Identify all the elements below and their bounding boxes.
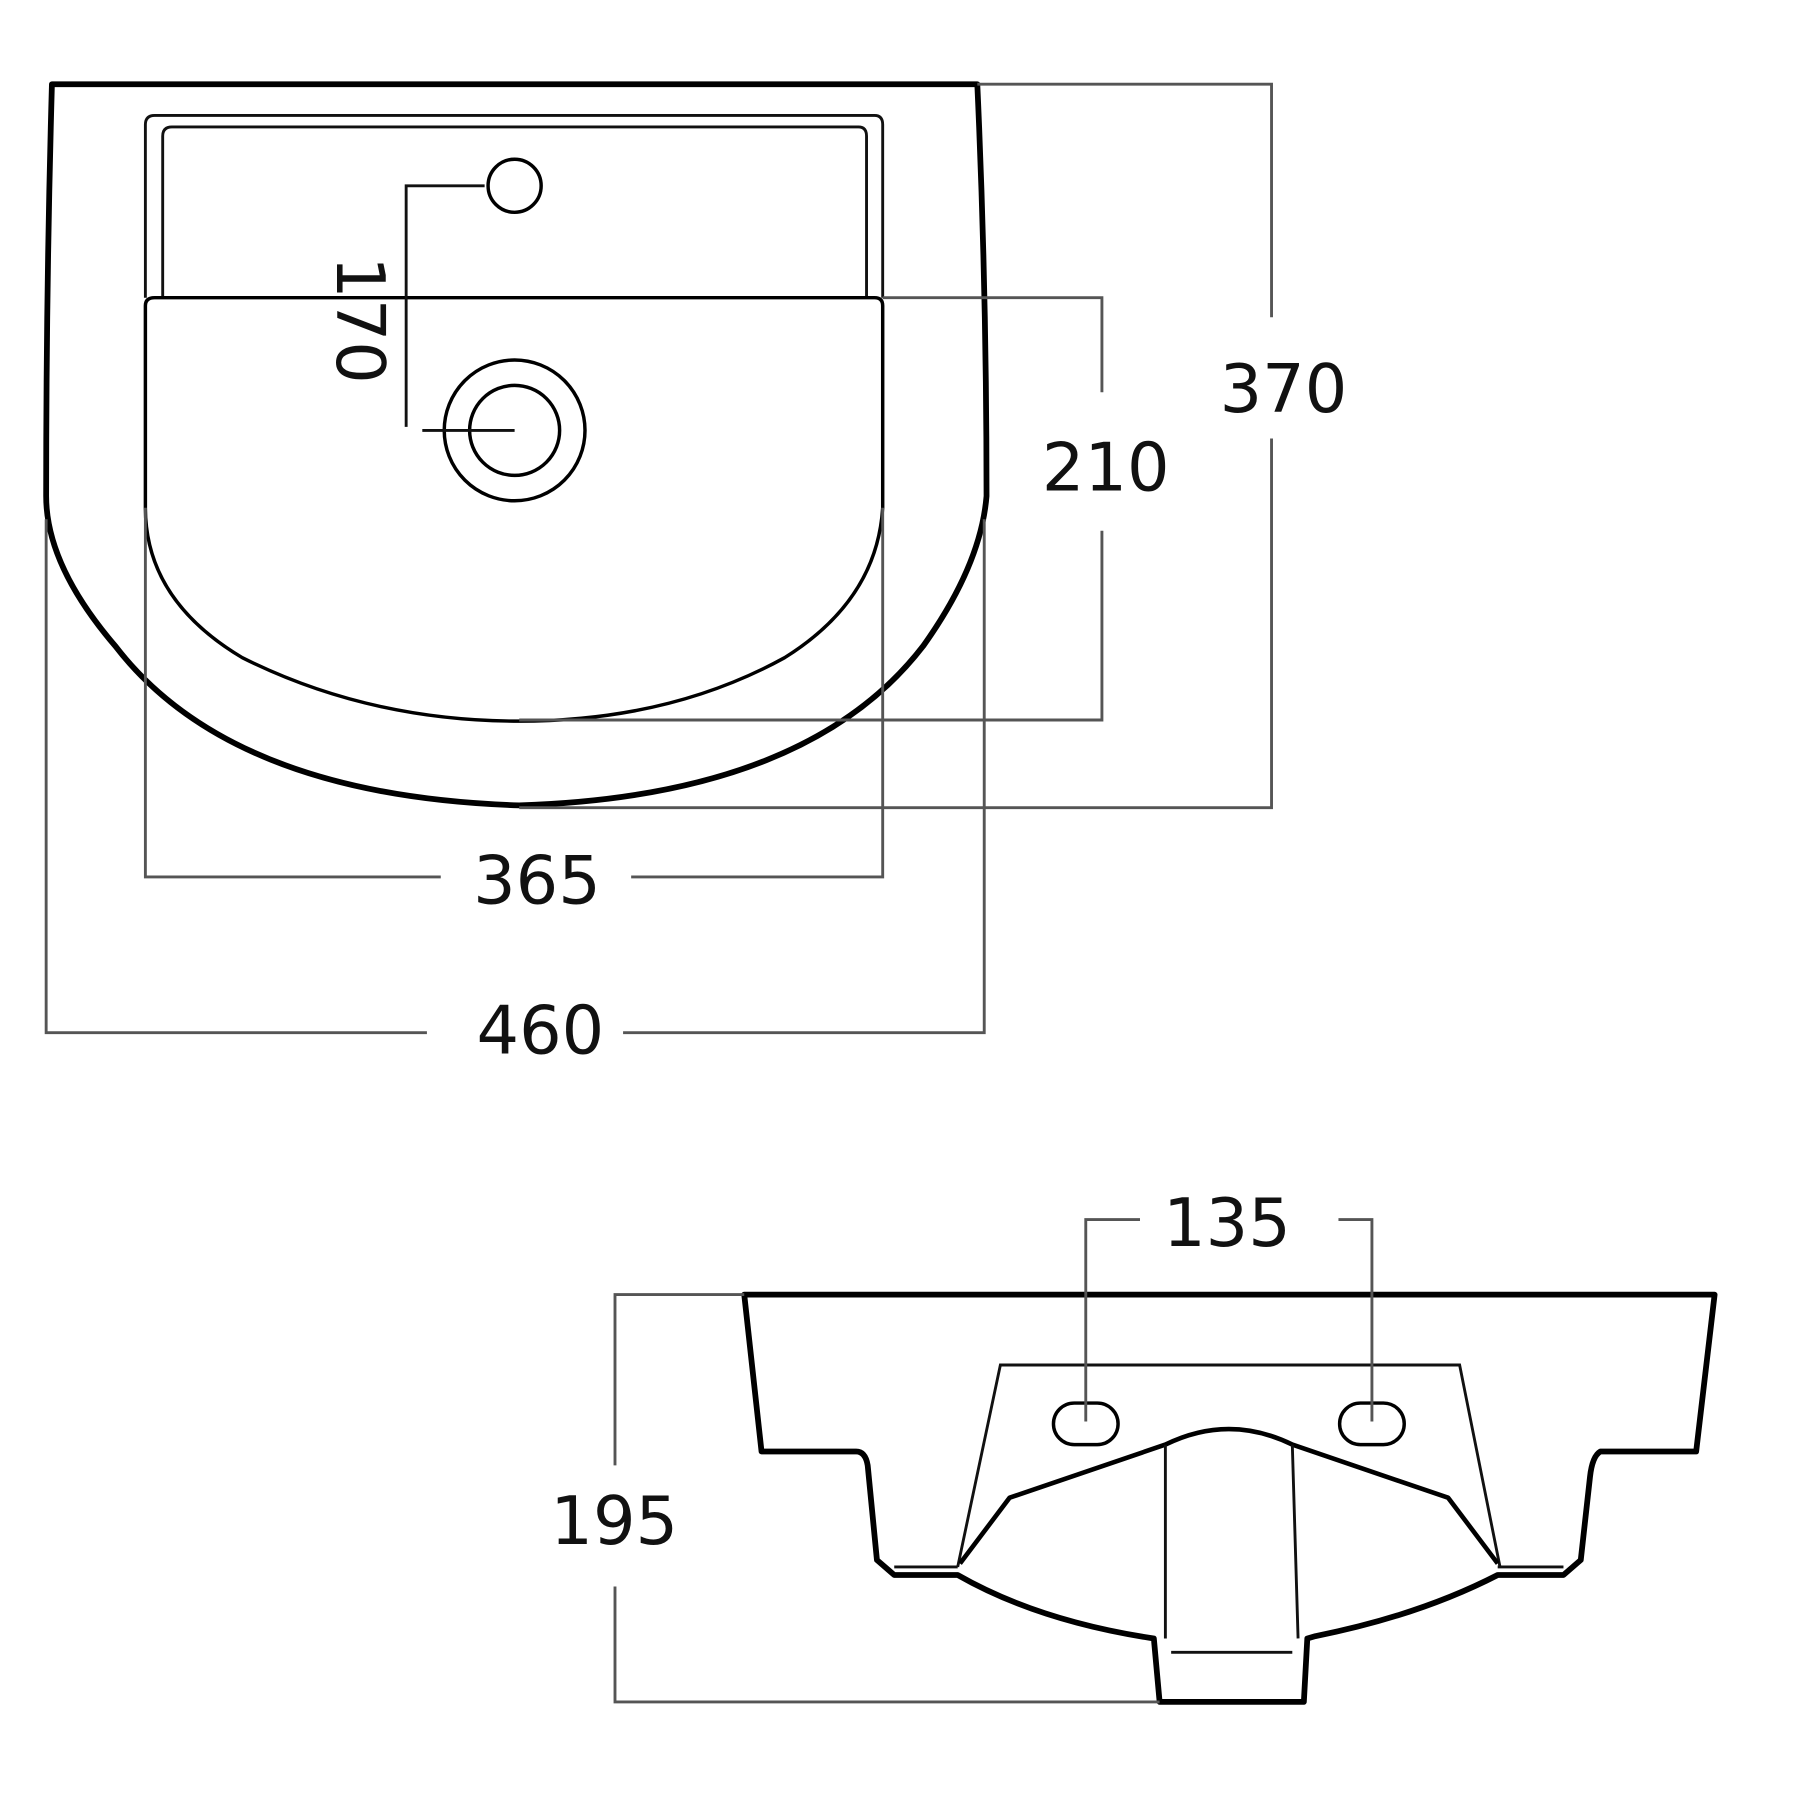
front-outline bbox=[741, 1291, 1718, 1705]
tap-deck bbox=[143, 113, 885, 298]
dim-line-370 bbox=[519, 82, 1273, 810]
dim-line-460 bbox=[44, 519, 986, 1035]
front-view: 135 195 bbox=[550, 1184, 1718, 1705]
dim-label-210: 210 bbox=[1042, 428, 1170, 506]
dim-label-170: 170 bbox=[321, 256, 399, 384]
dim-line-210 bbox=[519, 296, 1104, 722]
basin-outline bbox=[43, 81, 990, 809]
bowl-outline bbox=[143, 295, 885, 723]
dim-line-135 bbox=[1084, 1218, 1374, 1422]
waste-column bbox=[1163, 1444, 1300, 1654]
dim-label-370: 370 bbox=[1220, 350, 1348, 428]
tap-deck-inner bbox=[161, 125, 868, 298]
dim-label-135: 135 bbox=[1163, 1184, 1291, 1262]
dim-label-195: 195 bbox=[550, 1482, 678, 1560]
dim-line-365 bbox=[143, 507, 885, 879]
dim-line-170 bbox=[404, 184, 515, 432]
dim-label-365: 365 bbox=[473, 841, 601, 919]
dim-label-460: 460 bbox=[477, 991, 605, 1069]
dim-line-195 bbox=[613, 1293, 1160, 1704]
tap-hole bbox=[486, 157, 543, 215]
top-view: 170 210 370 365 460 bbox=[43, 81, 1348, 1069]
pedestal-slot bbox=[956, 1363, 1502, 1568]
inner-bowl-curve bbox=[958, 1426, 1500, 1565]
